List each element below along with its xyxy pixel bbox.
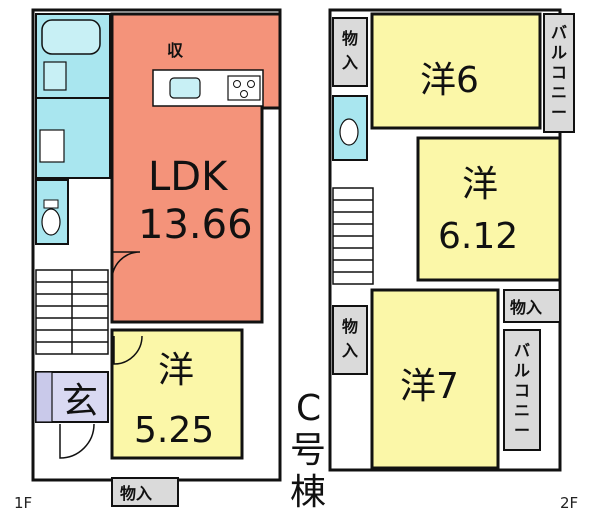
- building-label-3: 棟: [290, 472, 326, 513]
- stairs-icon: [35, 269, 109, 355]
- balcony-bottom: [503, 329, 541, 451]
- shoe-cabinet: [35, 371, 53, 423]
- entrance-door-icon: [59, 423, 95, 459]
- western-room-1f-size: 5.25: [134, 410, 214, 451]
- balcony-bottom-label: バ: [514, 341, 530, 360]
- ldk-size: 13.66: [138, 202, 253, 248]
- ldk-label: LDK: [148, 154, 229, 200]
- western-room-6-label: 洋6: [420, 60, 479, 101]
- balcony-top-label-4: ニ: [551, 83, 567, 102]
- closet-2f-mid: [332, 305, 368, 375]
- closet-2f-top-label-2: 入: [342, 53, 358, 72]
- balcony-bottom-label-3: コ: [514, 381, 530, 400]
- kitchen-sink-icon: [169, 77, 201, 99]
- building-label: C 号 棟: [290, 388, 326, 513]
- floor-label-1f: 1F: [14, 494, 32, 512]
- western-room-7-label: 洋7: [400, 366, 459, 407]
- second-floor: 洋6 洋 6.12 洋7 物 入 物 入 物入: [328, 8, 578, 512]
- western-room-6: [370, 12, 542, 130]
- western-room-612: [416, 136, 562, 282]
- ldk-door-icon: [111, 251, 141, 281]
- balcony-bottom-label-5: ー: [514, 421, 530, 440]
- balcony-top-label-5: ー: [551, 103, 567, 122]
- western-room-7: [370, 288, 500, 470]
- closet-2f-top: [332, 17, 368, 87]
- closet-1f: [111, 477, 179, 507]
- closet-1f-label: 物入: [120, 484, 152, 503]
- building-label-1: C: [296, 388, 321, 429]
- western-room-1f: [110, 328, 244, 460]
- balcony-top-label: バ: [551, 23, 567, 42]
- closet-2f-right: [503, 289, 561, 323]
- balcony-top: [543, 13, 575, 133]
- western-room-612-label: 洋: [462, 164, 498, 205]
- stairs-2f-icon: [332, 187, 374, 285]
- closet-2f-top-label: 物: [342, 29, 358, 48]
- closet-2f-mid-label-2: 入: [342, 341, 358, 360]
- toilet-icon: [41, 208, 61, 236]
- storage-mark: 収: [167, 41, 184, 60]
- shower-icon: [43, 61, 67, 91]
- floor-label-2f: 2F: [560, 494, 578, 512]
- balcony-top-label-3: コ: [551, 63, 567, 82]
- balcony-top-label-2: ル: [551, 43, 567, 62]
- closet-2f-right-label: 物入: [510, 298, 542, 317]
- balcony-bottom-label-4: ニ: [514, 401, 530, 420]
- closet-2f-mid-label: 物: [342, 317, 358, 336]
- stove-icon: [227, 75, 261, 101]
- balcony-bottom-label-2: ル: [514, 361, 530, 380]
- western-room-1f-label: 洋: [158, 350, 194, 391]
- toilet-2f-icon: [339, 118, 359, 146]
- wash-basin-icon: [39, 129, 65, 163]
- toilet-tank-icon: [43, 199, 59, 209]
- western-room-1f-door-icon: [113, 335, 143, 365]
- bathtub-icon: [41, 19, 101, 55]
- first-floor: 玄 収 LDK 13.66 洋 5.25 物入 1F: [14, 8, 282, 512]
- western-room-612-size: 6.12: [438, 216, 518, 257]
- building-label-2: 号: [290, 430, 326, 471]
- entrance-label: 玄: [62, 381, 98, 422]
